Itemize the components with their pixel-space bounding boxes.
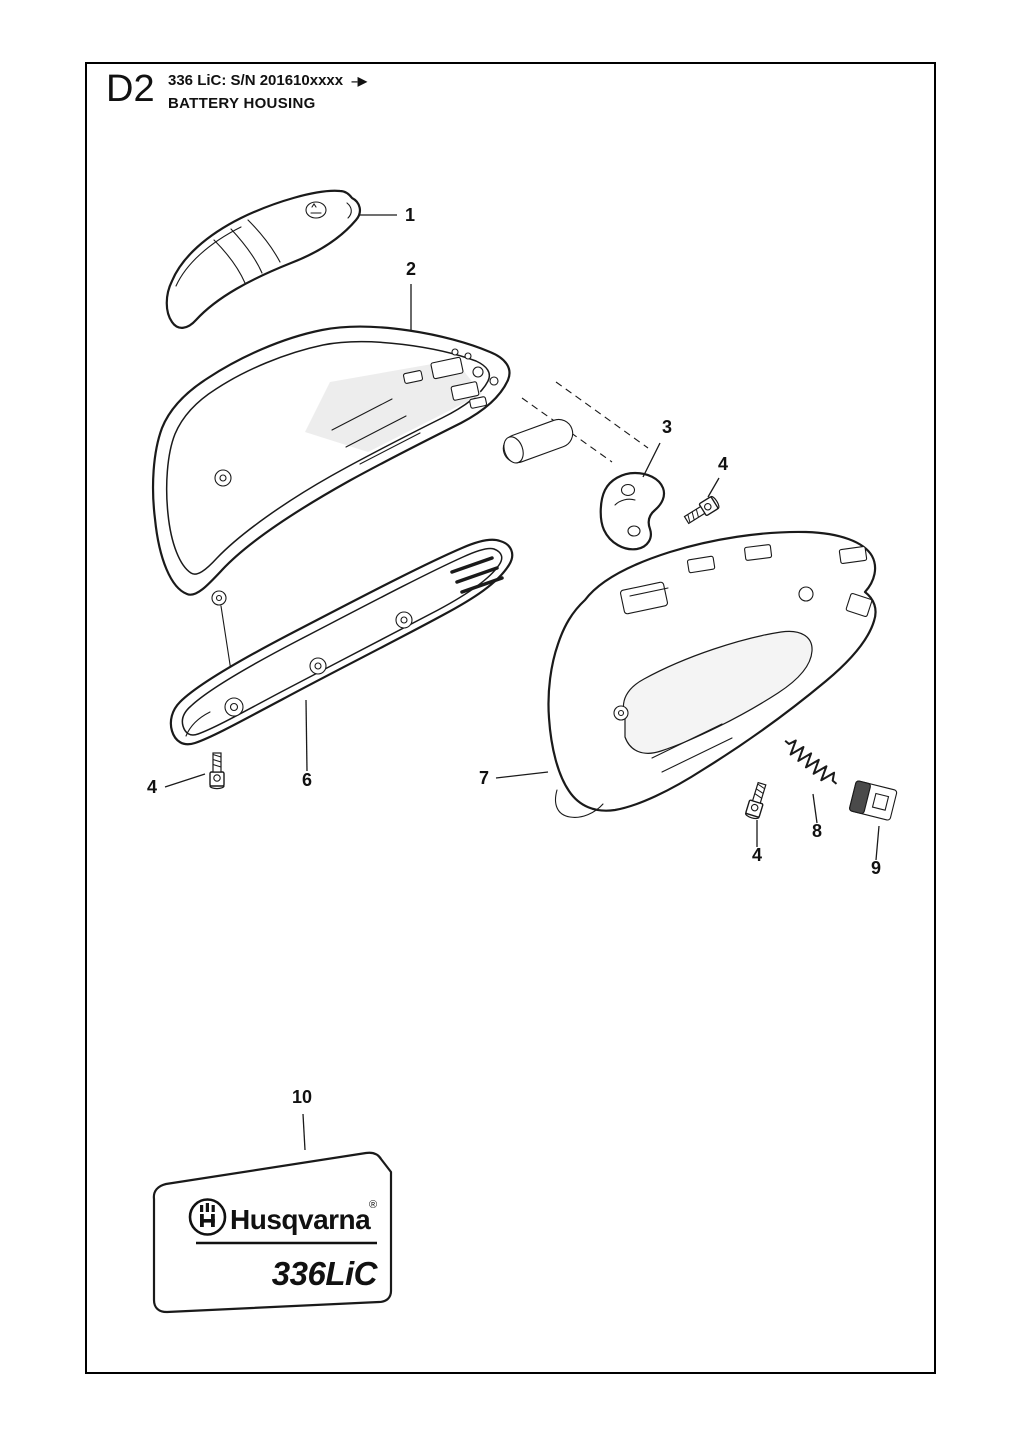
callout-2: 2	[406, 259, 416, 330]
callout-4-upper: 4	[707, 454, 728, 498]
callout-4-left: 4	[147, 773, 206, 797]
callout-8: 8	[812, 793, 822, 841]
part-1-outline	[165, 189, 362, 329]
model-serial-text: 336 LiC: S/N 201610xxxx	[168, 72, 344, 89]
sticker-registered-mark: ®	[369, 1199, 377, 1211]
spring-coils	[784, 739, 838, 785]
part-9-connector	[849, 780, 898, 821]
callout-4-left-label: 4	[147, 777, 157, 797]
part-4-screw-upper	[682, 494, 722, 527]
sticker-model-text: 336LiC	[272, 1255, 379, 1292]
part-7-cavity	[622, 630, 813, 754]
part-2-cavity-details	[331, 348, 499, 465]
callout-9-label: 9	[871, 858, 881, 878]
section-code: D2	[106, 68, 155, 110]
callout-8-label: 8	[812, 821, 822, 841]
part-1-ridges	[175, 202, 352, 287]
part-3-bracket	[599, 471, 666, 551]
cylinder-detail	[502, 418, 574, 464]
part-7-details	[554, 544, 873, 818]
part-9-dark-face	[849, 780, 871, 815]
callout-3-label: 3	[662, 417, 672, 437]
callout-10: 10	[292, 1087, 312, 1151]
model-serial-line: 336 LiC: S/N 201610xxxx –▶	[168, 71, 367, 91]
husqvarna-crown-emblem-icon	[305, 201, 327, 219]
continuation-arrow-icon: –▶	[351, 74, 368, 88]
part-3-outline	[599, 471, 666, 551]
part-7-lower-housing	[547, 530, 877, 818]
callout-4-right: 4	[752, 820, 762, 865]
page-title: BATTERY HOUSING	[168, 95, 316, 112]
part-4-screw-left	[209, 752, 225, 790]
callout-10-label: 10	[292, 1087, 312, 1107]
callout-4-upper-label: 4	[718, 454, 728, 474]
part-4-screw-right	[744, 780, 770, 821]
part-2-cavity-shade	[305, 360, 482, 452]
part-10-label-sticker: Husqvarna ® 336LiC	[152, 1151, 393, 1314]
part-6-screw-bosses	[185, 611, 413, 737]
callout-3: 3	[642, 417, 672, 478]
sticker-brand-text: Husqvarna	[230, 1204, 371, 1235]
callout-2-label: 2	[406, 259, 416, 279]
callout-7: 7	[479, 768, 549, 788]
callout-9: 9	[871, 825, 881, 878]
alignment-axis	[502, 381, 649, 464]
callout-7-label: 7	[479, 768, 489, 788]
part-2-upper-housing	[151, 325, 511, 685]
husqvarna-crown-logo-icon	[188, 1198, 227, 1236]
callout-1-label: 1	[405, 205, 415, 225]
part-6-bottom-plate	[169, 538, 514, 746]
part-8-spring	[784, 739, 838, 785]
callouts: 1 2 3 4 4 6 7	[147, 205, 881, 1151]
part-9-notch	[871, 792, 890, 811]
part-6-outline	[169, 538, 514, 746]
page-border	[85, 62, 936, 1374]
sticker-outline	[152, 1151, 393, 1314]
header-block: 336 LiC: S/N 201610xxxx –▶ BATTERY HOUSIN…	[168, 71, 367, 113]
part-6-vent-ribs	[450, 556, 504, 594]
part-2-inner-rim	[165, 341, 491, 575]
part-1-top-cover	[165, 189, 362, 329]
callout-1: 1	[360, 205, 415, 225]
callout-6: 6	[302, 699, 312, 790]
callout-4-right-label: 4	[752, 845, 762, 865]
callout-6-label: 6	[302, 770, 312, 790]
